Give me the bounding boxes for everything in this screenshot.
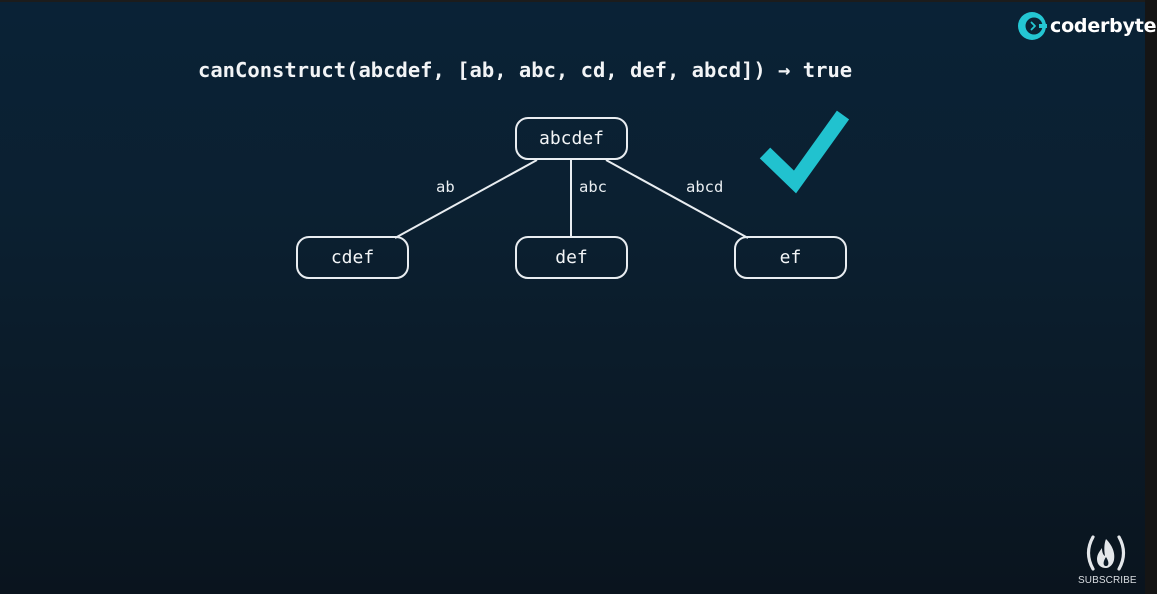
edge-label-abc: abc	[579, 178, 607, 196]
coderbyte-logo-icon	[1017, 11, 1047, 41]
subscribe-label: SUBSCRIBE	[1078, 575, 1137, 586]
top-divider	[0, 0, 1157, 2]
checkmark-icon	[759, 110, 850, 194]
tree-node-cdef: cdef	[296, 236, 409, 279]
edge-line-abcd	[605, 159, 749, 239]
edge-label-abcd: abcd	[686, 178, 724, 196]
tree-node-ef-label: ef	[779, 247, 802, 268]
tree-node-cdef-label: cdef	[330, 247, 375, 268]
tree-node-def-label: def	[555, 247, 588, 268]
coderbyte-logo-text: coderbyte	[1050, 15, 1157, 37]
edge-line-ab	[394, 159, 538, 239]
fire-icon	[1086, 535, 1126, 571]
tree-node-root: abcdef	[515, 117, 628, 160]
subscribe-button[interactable]: SUBSCRIBE	[1078, 534, 1137, 586]
can-construct-expression: canConstruct(abcdef, [ab, abc, cd, def, …	[198, 58, 853, 82]
tree-node-def: def	[515, 236, 628, 279]
edge-label-ab: ab	[436, 178, 455, 196]
right-edge-bar	[1145, 0, 1157, 594]
tree-node-ef: ef	[734, 236, 847, 279]
tree-node-root-label: abcdef	[538, 128, 605, 149]
coderbyte-logo: coderbyte	[1017, 11, 1157, 41]
